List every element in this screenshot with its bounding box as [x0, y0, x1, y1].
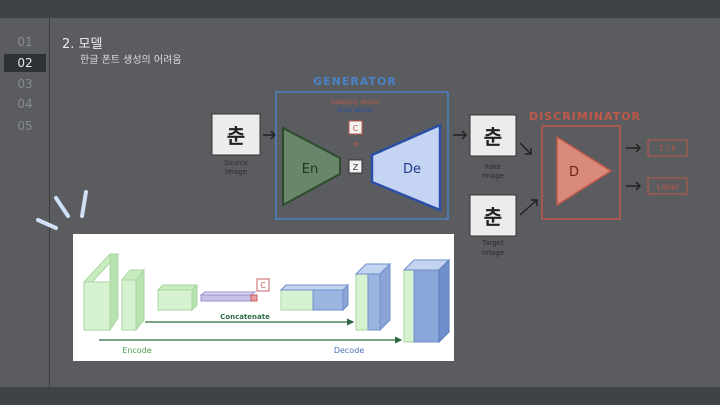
plus-sign: + — [351, 139, 359, 150]
fake-glyph: 춘 — [484, 125, 502, 149]
encoder-label: En — [302, 162, 318, 177]
discriminator-shape — [556, 135, 613, 207]
slide-nav-item-01[interactable]: 01 — [17, 35, 33, 49]
slide-title: 2. 모델 — [62, 37, 103, 52]
unet-concatenate-label: Concatenate — [220, 313, 270, 321]
label-output: Label — [657, 183, 679, 192]
slide-nav-item-03[interactable]: 03 — [17, 77, 33, 91]
tf-output-box — [647, 139, 688, 157]
slide-nav-item-02[interactable]: 02 — [4, 54, 46, 72]
fake-label-line1: Fake — [485, 163, 501, 171]
bottom-bar — [0, 387, 720, 405]
unet-decoder-block-1b — [312, 289, 344, 311]
unet-encoder-block-1 — [83, 281, 111, 331]
z-token: Z — [353, 163, 359, 172]
unet-decoder-block-3b — [413, 269, 440, 343]
category-vector-label: Category Vector — [331, 99, 380, 106]
target-image-box — [469, 194, 517, 237]
arrow-fake-to-discriminator — [519, 142, 532, 155]
fake-label-line2: Image — [482, 172, 504, 180]
unet-diagram: C Concatenate Encode Decode — [82, 253, 451, 355]
source-image-box — [211, 113, 261, 156]
unet-bottleneck — [200, 294, 252, 302]
unet-encoder-block-2 — [121, 279, 137, 331]
slide-nav-item-05[interactable]: 05 — [17, 119, 33, 133]
decoder-label: De — [403, 162, 421, 177]
style-vector-label: Style Vector — [337, 107, 374, 114]
target-label-line1: Target — [481, 239, 504, 247]
gan-diagram: 춘 Source Image GENERATOR Category Vector… — [211, 75, 688, 257]
source-label-line2: Image — [225, 168, 247, 176]
unet-decoder-block-3a — [403, 269, 415, 343]
source-glyph: 춘 — [227, 124, 245, 148]
unet-decoder-block-1a — [280, 289, 314, 311]
slide-subtitle: 한글 폰트 생성의 어려움 — [80, 55, 182, 66]
fake-image-box — [469, 114, 517, 157]
tf-output: T / F — [658, 145, 677, 154]
discriminator-box — [541, 125, 621, 220]
discriminator-symbol: D — [569, 165, 579, 180]
z-token-box — [348, 159, 363, 174]
decoder-shape — [370, 123, 442, 212]
arrow-target-to-discriminator — [519, 199, 538, 216]
generator-label: GENERATOR — [313, 75, 397, 88]
unet-decode-label: Decode — [334, 346, 364, 355]
slide-nav-item-04[interactable]: 04 — [17, 97, 33, 111]
unet-decoder-block-2a — [355, 273, 369, 331]
unet-encode-label: Encode — [122, 346, 151, 355]
unet-c-token-box — [256, 278, 270, 292]
generator-box — [275, 91, 449, 220]
target-glyph: 춘 — [484, 205, 502, 229]
label-output-box — [647, 177, 688, 195]
target-label-line2: Image — [482, 249, 504, 257]
unet-encoder-block-3 — [157, 289, 193, 311]
encoder-shape — [282, 126, 341, 207]
source-label-line1: Source — [224, 159, 248, 167]
unet-c-token: C — [260, 281, 266, 290]
unet-decoder-block-2b — [367, 273, 381, 331]
c-token-box — [348, 120, 363, 135]
slide-nav: 01 02 03 04 05 — [0, 18, 50, 387]
unet-diagram-panel: C Concatenate Encode Decode — [73, 234, 454, 361]
emphasis-strokes — [36, 190, 88, 230]
c-token: C — [353, 124, 359, 133]
top-bar — [0, 0, 720, 18]
discriminator-label: DISCRIMINATOR — [529, 110, 641, 123]
